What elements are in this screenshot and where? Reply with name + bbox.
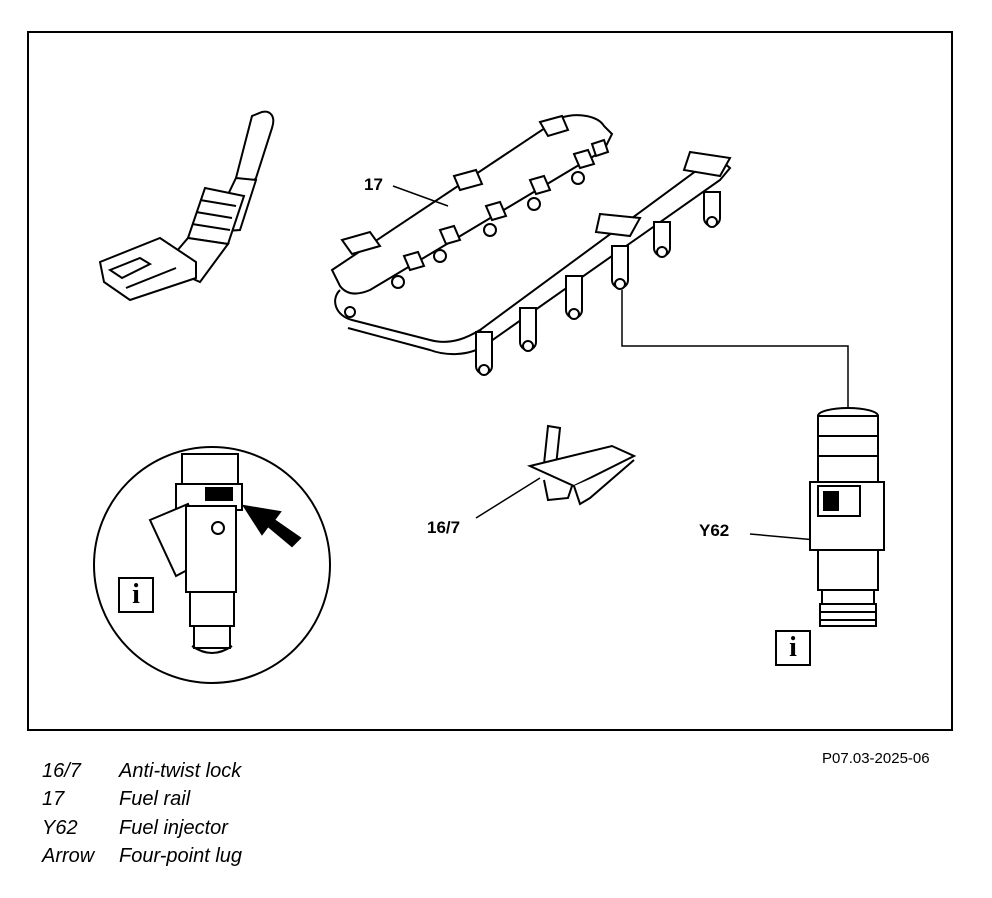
legend-desc: Four-point lug (119, 845, 243, 867)
rail-injectors-front (344, 191, 721, 376)
leader-lines (392, 185, 849, 541)
legend-code: 16/7 (42, 760, 81, 782)
fuel-rail (330, 114, 732, 356)
legend-code: Y62 (42, 817, 78, 839)
legend-desc: Anti-twist lock (119, 760, 242, 782)
anti-twist-lock (526, 424, 637, 506)
callout-anti-twist-lock: 16/7 (427, 518, 461, 537)
detail-view (93, 446, 331, 684)
info-icon: i (118, 577, 154, 613)
figure-reference: P07.03-2025-06 (822, 750, 930, 767)
legend-desc: Fuel injector (119, 817, 228, 839)
rail-injectors-rear (391, 138, 610, 289)
fuel-injector (809, 407, 885, 627)
diagram-frame (27, 31, 953, 731)
legend-desc: Fuel rail (119, 788, 191, 810)
info-icon: i (775, 630, 811, 666)
callout-fuel-injector: Y62 (699, 521, 730, 540)
harness-connector (98, 110, 275, 302)
callout-fuel-rail: 17 (364, 175, 383, 194)
legend-code: Arrow (42, 845, 95, 867)
legend-code: 17 (42, 788, 65, 810)
